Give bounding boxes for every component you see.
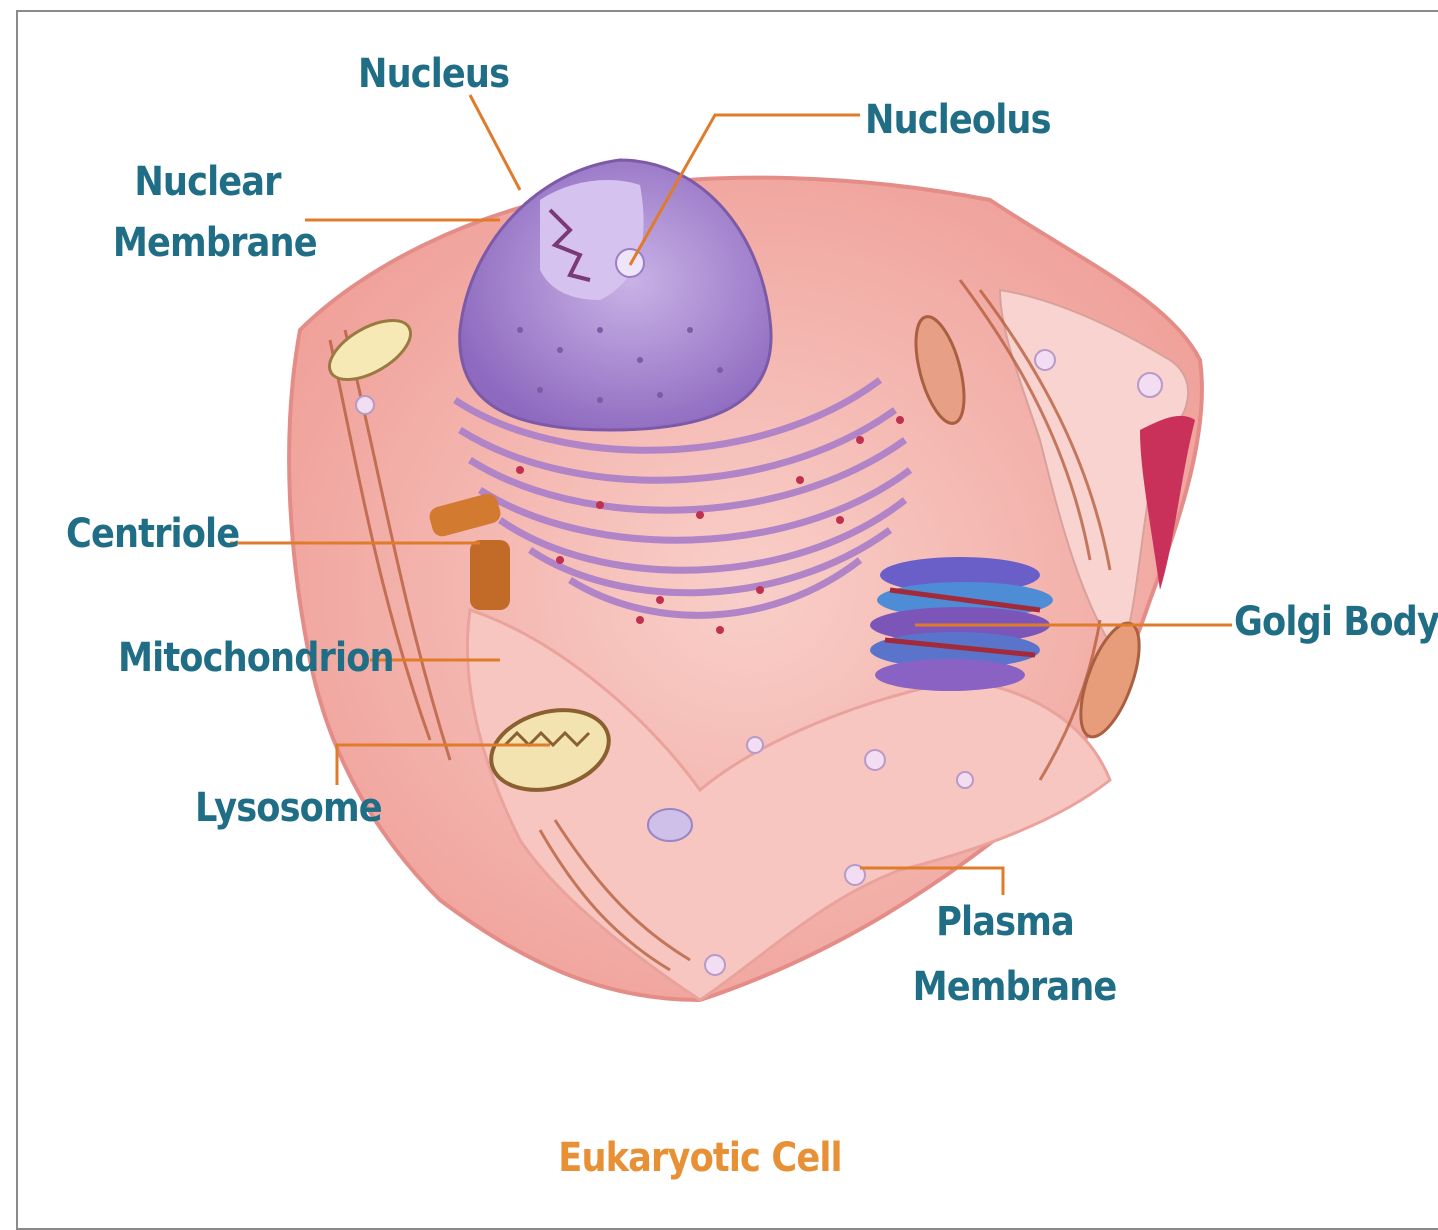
mitochondrion-label: Mitochondrion [118,636,394,681]
golgi-body-label: Golgi Body [1234,600,1438,645]
nucleolus-label: Nucleolus [865,98,1051,143]
plasma-membrane-label-line1: Plasma [913,900,1098,945]
plasma-membrane-label-line2: Membrane [913,965,1098,1010]
diagram-caption: Eukaryotic Cell [542,1135,859,1181]
nucleus-label: Nucleus [358,52,509,97]
lysosome-body [648,809,692,841]
plasma-membrane-label: Plasma Membrane [913,900,1098,1010]
nuclear-membrane-label: Nuclear Membrane [113,160,302,266]
nucleus-leader [470,95,520,190]
lysosome-label: Lysosome [195,786,382,831]
centriole-label: Centriole [66,512,239,557]
nuclear-membrane-label-line1: Nuclear [113,160,302,205]
nuclear-membrane-label-line2: Membrane [113,221,302,266]
